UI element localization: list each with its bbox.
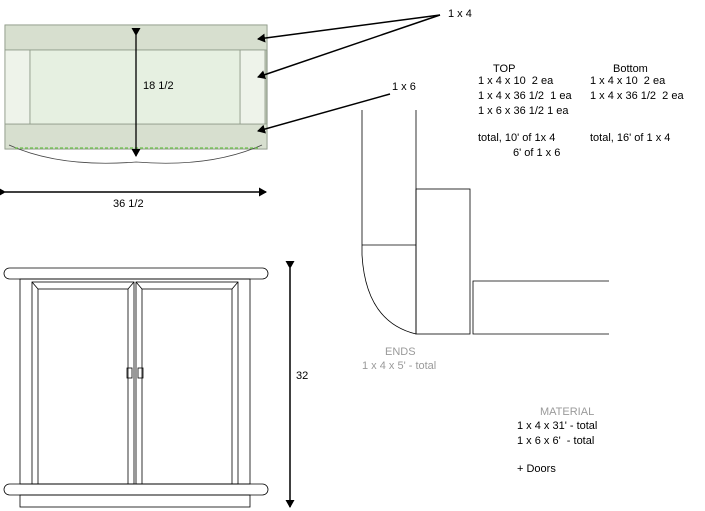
elevation-base (19, 494, 251, 508)
bottom-total-1x4: total, 16' of 1 x 4 (590, 132, 671, 144)
plan-front-curve (8, 144, 263, 164)
height-dimension-label: 32 (296, 370, 309, 382)
door-right-outer (135, 281, 239, 485)
ends-total: 1 x 4 x 5' - total (362, 360, 437, 372)
material-title: MATERIAL (540, 406, 595, 418)
plan-left-end-board (4, 49, 31, 125)
top-total-1x6: 6' of 1 x 6 (513, 147, 561, 159)
elevation-bottom-board (3, 483, 269, 496)
top-cut-list-title: TOP (493, 63, 516, 75)
width-dimension-label: 36 1/2 (113, 198, 144, 210)
top-total-1x4: total, 10' of 1x 4 (478, 132, 556, 144)
ends-title: ENDS (385, 346, 416, 358)
material-line: 1 x 4 x 31' - total (517, 420, 598, 432)
elevation-top-board (3, 267, 269, 280)
top-cut-line: 1 x 4 x 10 2 ea (478, 75, 554, 87)
label-1x4: 1 x 4 (448, 8, 472, 20)
leader-arrows-1x4 (257, 14, 441, 134)
label-1x6: 1 x 6 (392, 81, 416, 93)
door-right-inner (141, 288, 233, 485)
material-line: 1 x 6 x 6' - total (517, 435, 595, 447)
door-left-inner (37, 288, 129, 485)
section-stile (415, 188, 471, 335)
bottom-cut-line: 1 x 4 x 10 2 ea (590, 75, 666, 87)
bottom-cut-list-title: Bottom (613, 63, 648, 75)
top-cut-line: 1 x 6 x 36 1/2 1 ea (478, 105, 569, 117)
top-plan-view (4, 24, 268, 164)
left-door-handle (126, 367, 133, 379)
top-cut-line: 1 x 4 x 36 1/2 1 ea (478, 90, 572, 102)
section-rounded-edge (361, 254, 417, 335)
depth-dimension-label: 18 1/2 (143, 80, 174, 92)
material-doors: + Doors (517, 463, 556, 475)
front-elevation-view (3, 267, 269, 508)
end-section-view (361, 110, 609, 335)
elevation-carcass (19, 278, 251, 485)
section-bottom-rail (472, 280, 609, 335)
plan-right-end-board (239, 49, 266, 125)
right-door-handle (137, 367, 144, 379)
plan-center-panel (29, 49, 241, 125)
bottom-cut-line: 1 x 4 x 36 1/2 2 ea (590, 90, 684, 102)
door-left-outer (31, 281, 135, 485)
